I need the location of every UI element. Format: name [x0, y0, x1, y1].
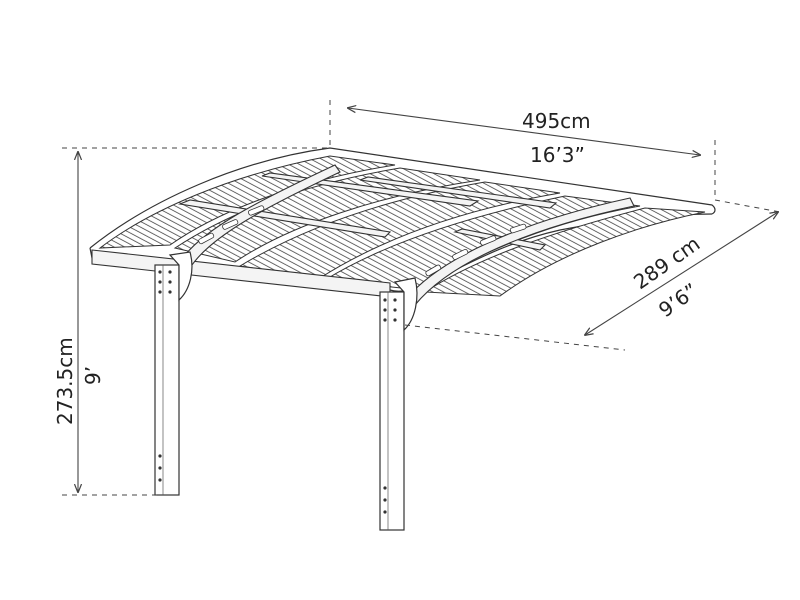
arch-beam-right [404, 197, 635, 306]
roof-beam [359, 176, 558, 209]
post-right [379, 277, 418, 531]
post-left [154, 251, 193, 496]
arch-beam-left [179, 164, 341, 269]
depth-imperial-label: 9’6” [654, 278, 702, 322]
roof-beam [177, 199, 392, 238]
dimension-height: 273.5cm 9’ [53, 147, 330, 496]
height-metric-label: 273.5cm [53, 337, 77, 425]
roof-panel [238, 181, 561, 279]
height-imperial-label: 9’ [81, 366, 105, 385]
width-imperial-label: 16’3” [530, 143, 585, 167]
dimension-width: 495cm 16’3” [329, 100, 716, 200]
roof-canopy [89, 147, 716, 306]
width-metric-label: 495cm [522, 109, 591, 133]
